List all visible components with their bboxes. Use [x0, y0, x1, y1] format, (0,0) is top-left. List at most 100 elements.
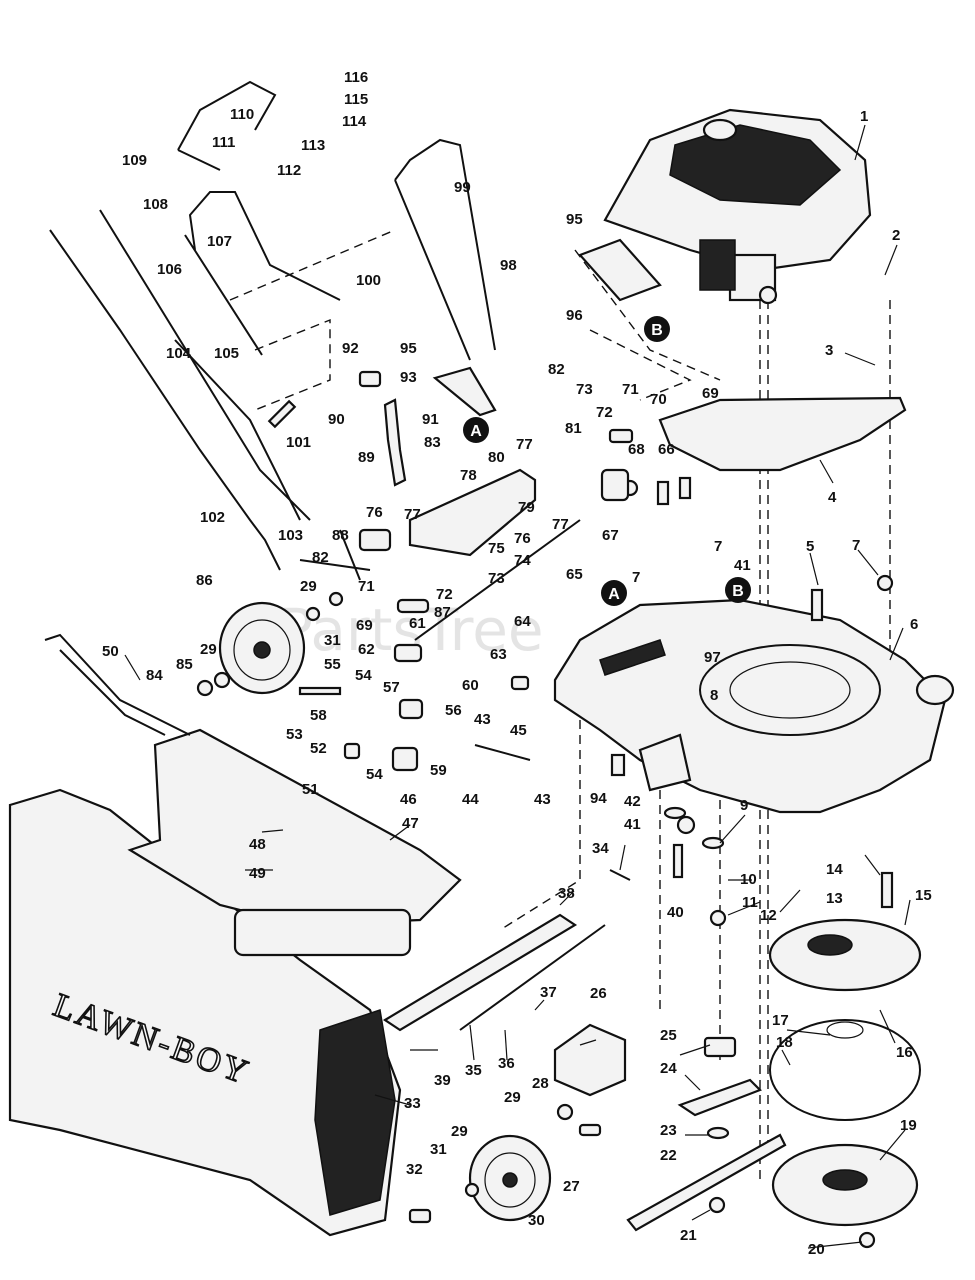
- label-38: 38: [558, 885, 575, 902]
- marker-b-lower: B: [725, 577, 751, 603]
- label-44: 44: [462, 791, 479, 808]
- label-12: 12: [760, 907, 777, 924]
- label-21: 21: [680, 1227, 697, 1244]
- label-39: 39: [434, 1072, 451, 1089]
- label-79: 79: [518, 499, 535, 516]
- label-7: 7: [714, 538, 722, 555]
- label-22: 22: [660, 1147, 677, 1164]
- label-20: 20: [808, 1241, 825, 1258]
- label-72: 72: [596, 404, 613, 421]
- label-92: 92: [342, 340, 359, 357]
- label-3: 3: [825, 342, 833, 359]
- label-8: 8: [710, 687, 718, 704]
- label-104: 104: [166, 345, 192, 362]
- label-17: 17: [772, 1012, 789, 1029]
- grass-bag: LAWN-BOY: [8, 788, 402, 1237]
- label-11: 11: [742, 894, 758, 911]
- label-66: 66: [658, 441, 675, 458]
- label-5: 5: [806, 538, 814, 555]
- label-115: 115: [344, 91, 368, 108]
- label-76: 76: [514, 530, 531, 547]
- label-77: 77: [552, 516, 569, 533]
- label-26: 26: [590, 985, 607, 1002]
- label-75: 75: [488, 540, 505, 557]
- label-60: 60: [462, 677, 479, 694]
- label-71: 71: [358, 578, 375, 595]
- label-65: 65: [566, 566, 583, 583]
- label-23: 23: [660, 1122, 677, 1139]
- label-41: 41: [624, 816, 641, 833]
- marker-b-upper: B: [644, 316, 670, 342]
- label-114: 114: [342, 113, 367, 130]
- control-bracket: [408, 468, 537, 557]
- label-88: 88: [332, 527, 349, 544]
- label-50: 50: [102, 643, 119, 660]
- label-73: 73: [576, 381, 593, 398]
- label-7: 7: [852, 537, 860, 554]
- label-29: 29: [300, 578, 317, 595]
- label-37: 37: [540, 984, 557, 1001]
- label-110: 110: [230, 106, 254, 123]
- label-83: 83: [424, 434, 441, 451]
- label-80: 80: [488, 449, 505, 466]
- label-53: 53: [286, 726, 303, 743]
- label-18: 18: [776, 1034, 793, 1051]
- label-30: 30: [528, 1212, 545, 1229]
- label-6: 6: [910, 616, 918, 633]
- engine-bracket: [578, 238, 662, 302]
- label-74: 74: [514, 552, 531, 569]
- retaining-ring: [769, 1019, 921, 1121]
- part-number-labels: 1 2 3 4 5 6 7 7 7 8 9 10 11 12 13 14 15 …: [102, 69, 932, 1258]
- label-89: 89: [358, 449, 375, 466]
- label-107: 107: [207, 233, 232, 250]
- label-31: 31: [324, 632, 341, 649]
- label-4: 4: [828, 489, 837, 506]
- label-109: 109: [122, 152, 147, 169]
- label-63: 63: [490, 646, 507, 663]
- label-29: 29: [504, 1089, 521, 1106]
- blade-support: [677, 1078, 762, 1117]
- blade-disc: [771, 1143, 919, 1227]
- label-73: 73: [488, 570, 505, 587]
- label-86: 86: [196, 572, 213, 589]
- label-67: 67: [602, 527, 619, 544]
- mower-deck: [553, 598, 955, 814]
- label-69: 69: [702, 385, 719, 402]
- label-77: 77: [404, 506, 421, 523]
- marker-a-upper: A: [463, 417, 489, 443]
- axle-rod: [414, 519, 581, 641]
- label-95: 95: [566, 211, 583, 228]
- label-35: 35: [465, 1062, 482, 1079]
- label-27: 27: [563, 1178, 580, 1195]
- throttle-lever: [383, 398, 407, 487]
- label-95: 95: [400, 340, 417, 357]
- label-61: 61: [409, 615, 426, 632]
- hardware: [196, 370, 894, 1249]
- label-13: 13: [826, 890, 843, 907]
- height-adjuster: [553, 1023, 627, 1097]
- label-116: 116: [344, 69, 368, 86]
- label-113: 113: [301, 137, 325, 154]
- engine: [603, 108, 872, 305]
- label-43: 43: [474, 711, 491, 728]
- label-97: 97: [704, 649, 721, 666]
- label-36: 36: [498, 1055, 515, 1072]
- label-59: 59: [430, 762, 447, 779]
- svg-text:A: A: [608, 586, 620, 603]
- handle-grip: [177, 80, 277, 171]
- label-69: 69: [356, 617, 373, 634]
- label-32: 32: [406, 1161, 423, 1178]
- label-70: 70: [650, 391, 667, 408]
- label-82: 82: [312, 549, 329, 566]
- label-62: 62: [358, 641, 375, 658]
- upper-handle: [184, 191, 341, 356]
- label-52: 52: [310, 740, 327, 757]
- label-16: 16: [896, 1044, 913, 1061]
- label-99: 99: [454, 179, 471, 196]
- bracket: [432, 366, 497, 417]
- label-56: 56: [445, 702, 462, 719]
- label-85: 85: [176, 656, 193, 673]
- svg-text:B: B: [651, 322, 663, 339]
- label-41: 41: [734, 557, 751, 574]
